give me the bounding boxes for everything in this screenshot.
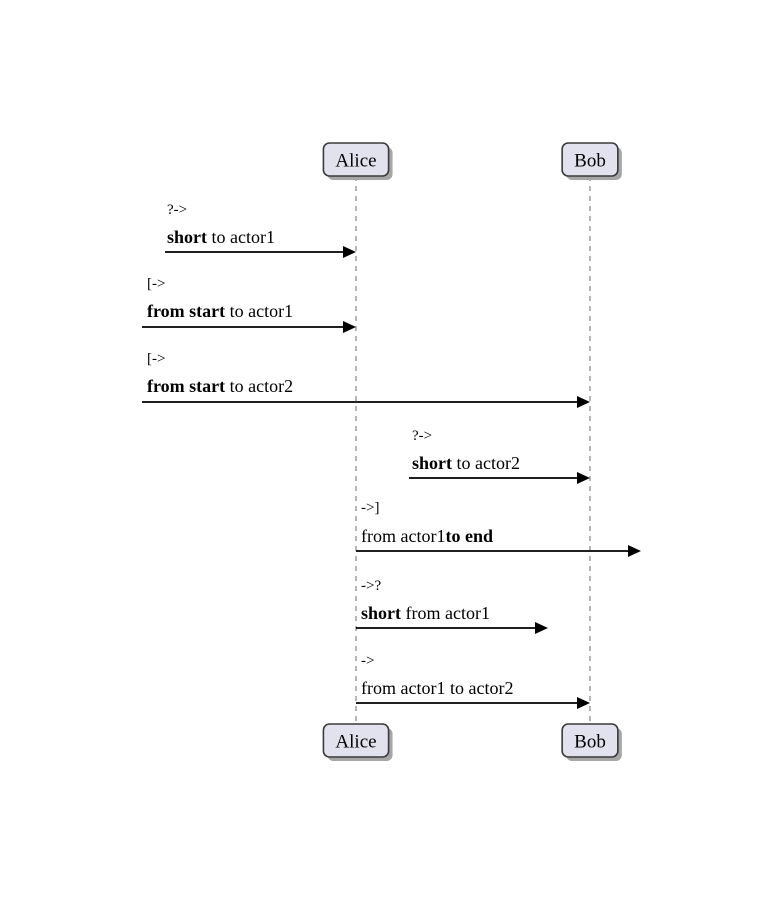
actor-box[interactable] xyxy=(561,723,619,758)
messages-layer: ?-> short to actor1 [-> from start to actor… xyxy=(142,202,641,709)
message-1: [-> from start to actor1 xyxy=(142,276,356,333)
message-notation-label: [-> xyxy=(147,351,165,367)
message-text-plain: to actor2 xyxy=(225,376,293,396)
message-arrow-head xyxy=(343,321,356,333)
message-text-bold: to end xyxy=(445,526,493,546)
actor-name-label: Bob xyxy=(574,732,606,753)
message-text-label: short to actor1 xyxy=(167,227,275,247)
message-text-label: from actor1 to actor2 xyxy=(361,678,513,698)
actor-box[interactable] xyxy=(322,142,390,177)
actor-box[interactable] xyxy=(561,142,619,177)
message-0: ?-> short to actor1 xyxy=(165,202,356,258)
message-text-plain: from actor1 to actor2 xyxy=(361,678,513,698)
message-text-label: short from actor1 xyxy=(361,603,490,623)
actor-actor1-bottom[interactable]: Alice xyxy=(322,723,393,761)
message-text-label: short to actor2 xyxy=(412,453,520,473)
message-text-bold: short xyxy=(361,603,401,623)
actor-name-label: Alice xyxy=(335,151,376,172)
message-notation-label: [-> xyxy=(147,276,165,292)
message-notation-label: -> xyxy=(361,653,374,669)
message-arrow-head xyxy=(577,697,590,709)
actor-actor1-top[interactable]: Alice xyxy=(322,142,393,180)
message-2: [-> from start to actor2 xyxy=(142,351,590,408)
actor-actor2-top[interactable]: Bob xyxy=(561,142,622,180)
actor-name-label: Alice xyxy=(335,732,376,753)
message-notation-label: ->] xyxy=(361,500,379,516)
message-text-label: from actor1 to end xyxy=(361,526,493,546)
message-text-plain: to actor2 xyxy=(452,453,520,473)
actor-box[interactable] xyxy=(322,723,390,758)
message-text-bold: from start xyxy=(147,376,225,396)
message-arrow-head xyxy=(628,545,641,557)
actor-name-label: Bob xyxy=(574,151,606,172)
message-text-label: from start to actor2 xyxy=(147,376,293,396)
message-notation-label: ->? xyxy=(361,578,381,594)
message-arrow-head xyxy=(535,622,548,634)
message-notation-label: ?-> xyxy=(412,428,432,444)
message-notation-label: ?-> xyxy=(167,202,187,218)
message-5: ->? short from actor1 xyxy=(356,578,548,634)
message-text-bold: from start xyxy=(147,301,225,321)
message-arrow-head xyxy=(343,246,356,258)
message-text-plain: to actor1 xyxy=(225,301,293,321)
message-text-label: from start to actor1 xyxy=(147,301,293,321)
actor-actor2-bottom[interactable]: Bob xyxy=(561,723,622,761)
message-text-plain: from actor1 xyxy=(401,603,490,623)
message-arrow-head xyxy=(577,472,590,484)
message-4: ->] from actor1 to end xyxy=(356,500,641,557)
message-text-bold: short xyxy=(412,453,452,473)
message-3: ?-> short to actor2 xyxy=(409,428,590,484)
message-6: -> from actor1 to actor2 xyxy=(356,653,590,709)
message-text-plain: to actor1 xyxy=(207,227,275,247)
message-arrow-head xyxy=(577,396,590,408)
message-text-plain: from actor1 xyxy=(361,526,450,546)
message-text-bold: short xyxy=(167,227,207,247)
lifelines-layer xyxy=(355,176,591,724)
